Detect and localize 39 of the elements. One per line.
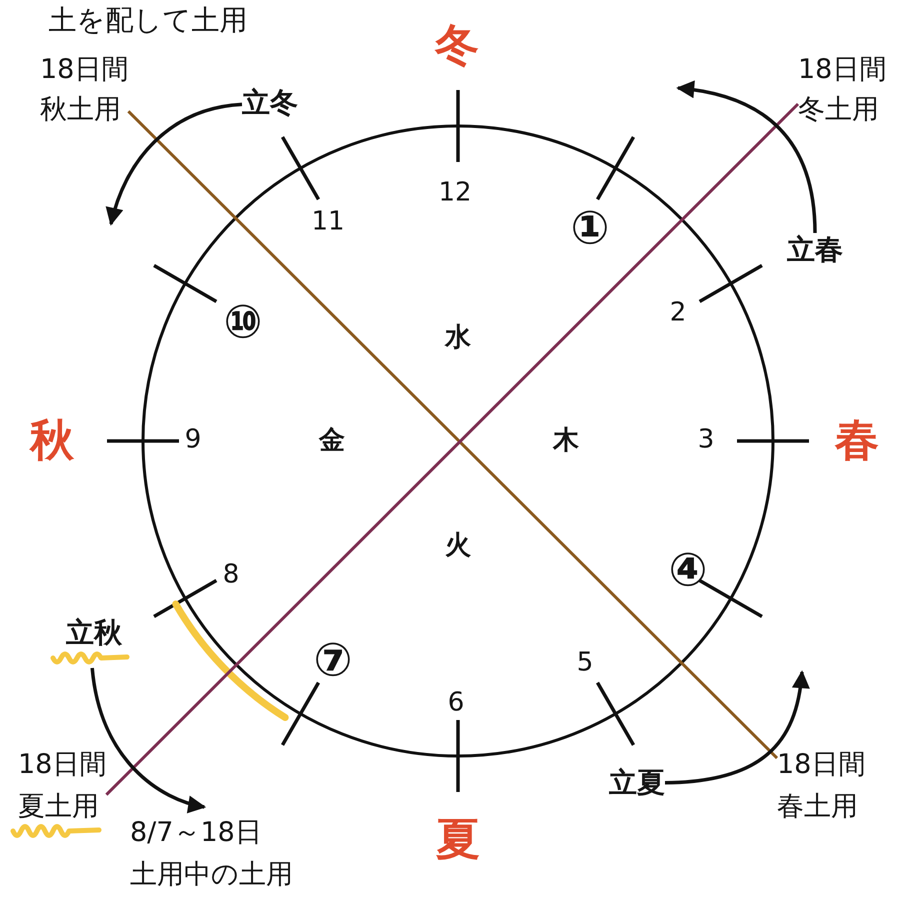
hour-number: 12 — [438, 178, 472, 208]
note-text: 土用中の土用 — [130, 858, 293, 892]
element-label: 水 — [445, 324, 471, 352]
hour-number: 3 — [698, 426, 714, 454]
period-label: 秋土用 — [40, 93, 121, 127]
circled-number: ⑩ — [224, 296, 262, 348]
period-label: 夏土用 — [17, 790, 99, 824]
circled-number: ④ — [668, 544, 708, 596]
solar-term-label: 立冬 — [242, 86, 298, 120]
hour-number: 2 — [670, 298, 686, 328]
hour-number: 11 — [311, 208, 345, 236]
element-label: 金 — [319, 426, 345, 456]
element-label: 火 — [445, 532, 471, 560]
period-label: 春土用 — [777, 790, 858, 824]
curved-arrow — [676, 81, 817, 234]
hour-number: 9 — [184, 426, 202, 454]
hour-number: 5 — [576, 648, 594, 678]
date-note: 8/7～18日 — [130, 816, 262, 850]
duration-label: 18日間 — [777, 748, 866, 782]
circled-number: ① — [570, 202, 610, 254]
curved-arrow — [90, 668, 206, 812]
solar-term-label: 立秋 — [65, 616, 122, 650]
solar-term-label: 立夏 — [609, 766, 665, 800]
hour-number: 8 — [222, 560, 240, 590]
season-label: 夏 — [436, 816, 480, 864]
curved-arrow — [664, 670, 810, 785]
duration-label: 18日間 — [17, 748, 106, 782]
circled-number: ⑦ — [314, 634, 352, 686]
solar-term-label: 立春 — [787, 233, 843, 267]
element-label: 木 — [553, 426, 579, 456]
hour-number: 6 — [448, 688, 464, 718]
season-label: 冬 — [435, 22, 479, 70]
period-label: 冬土用 — [798, 93, 879, 127]
note-text: 土を配して土用 — [48, 6, 248, 36]
duration-label: 18日間 — [40, 53, 128, 87]
season-label: 春 — [835, 416, 879, 466]
curved-arrow — [106, 102, 242, 226]
duration-label: 18日間 — [798, 53, 886, 87]
season-label: 秋 — [30, 416, 74, 466]
